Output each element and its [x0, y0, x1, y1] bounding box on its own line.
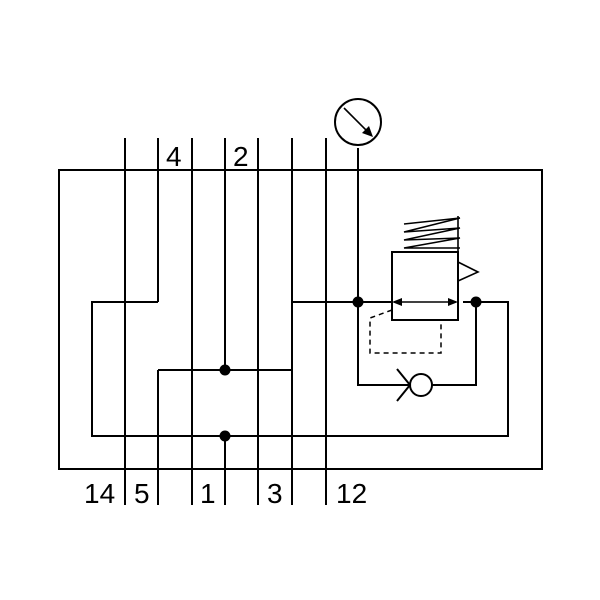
pressure-gauge-icon [334, 98, 382, 146]
port-label-5: 5 [134, 478, 150, 509]
port-label-2: 2 [233, 141, 249, 172]
internal-connections [91, 138, 509, 437]
port-label-3: 3 [267, 478, 283, 509]
port-lines [124, 138, 327, 505]
junction-dots [219, 296, 482, 442]
pressure-regulator-icon [369, 216, 480, 354]
junction-dot [219, 430, 231, 442]
housing-frame [58, 169, 543, 470]
port-label-1: 1 [200, 478, 216, 509]
junction-dot [219, 364, 231, 376]
port-label-12: 12 [336, 478, 367, 509]
check-valve-icon [396, 368, 433, 402]
port-label-4: 4 [166, 141, 182, 172]
junction-dot [352, 296, 364, 308]
port-label-14: 14 [84, 478, 115, 509]
junction-dot [470, 296, 482, 308]
